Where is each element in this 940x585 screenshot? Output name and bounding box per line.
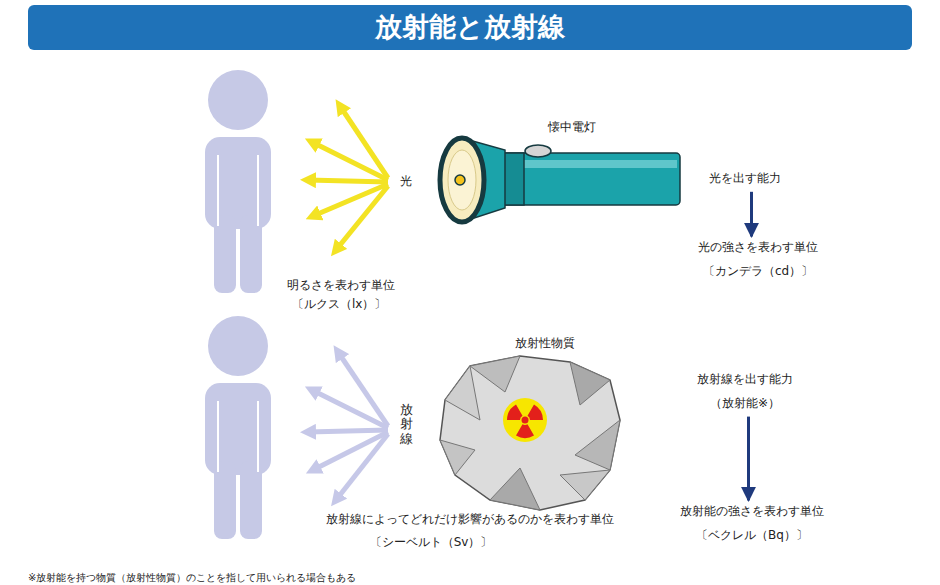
text-group: 放射能の強さを表わす単位〔ベクレル（Bq）〕: [680, 504, 824, 543]
text-line: 放射線を出す能力: [697, 372, 793, 388]
ray-label: 光: [400, 174, 412, 190]
trefoil-blade: [507, 404, 523, 420]
unit-label: 〔シーベルト（Sv）〕: [370, 535, 493, 551]
text-group: 放射線を出す能力 （放射能※）: [697, 372, 793, 411]
object-label: 放射性物質: [515, 336, 575, 352]
text-line: 光を出す能力: [709, 171, 781, 187]
person-figure: [205, 316, 271, 539]
flow-arrow: [750, 192, 753, 237]
title: 放射能と放射線: [375, 9, 565, 45]
trefoil-blade: [528, 404, 544, 420]
object-label: 懐中電灯: [548, 120, 596, 136]
text-line: 放射能の強さを表わす単位: [680, 504, 824, 520]
unit-label: 〔ルクス（lx）〕: [292, 297, 386, 313]
person-figure: [205, 70, 271, 293]
unit-label: 放射線によってどれだけ影響があるのかを表わす単位: [326, 512, 614, 528]
flashlight: [440, 138, 680, 222]
trefoil-center: [522, 417, 529, 424]
unit-name: 〔カンデラ（cd）〕: [698, 264, 818, 280]
radioactive-rock: [440, 356, 620, 510]
flow-arrow: [747, 417, 750, 501]
footnote: ※放射能を持つ物質（放射性物質）のことを指して用いられる場合もある: [28, 571, 356, 584]
unit-label: 明るさを表わす単位: [287, 278, 395, 294]
text-group: 光の強さを表わす単位〔カンデラ（cd）〕: [698, 240, 818, 279]
trefoil-blade: [516, 424, 534, 438]
text-group: 光を出す能力: [709, 171, 781, 187]
light-rays: [308, 106, 388, 250]
text-line: 光の強さを表わす単位: [698, 240, 818, 256]
ray-label: 放射線: [400, 403, 413, 446]
unit-name: （放射能※）: [697, 396, 793, 412]
unit-name: 〔ベクレル（Bq）〕: [680, 528, 824, 544]
radiation-rays: [308, 352, 388, 500]
